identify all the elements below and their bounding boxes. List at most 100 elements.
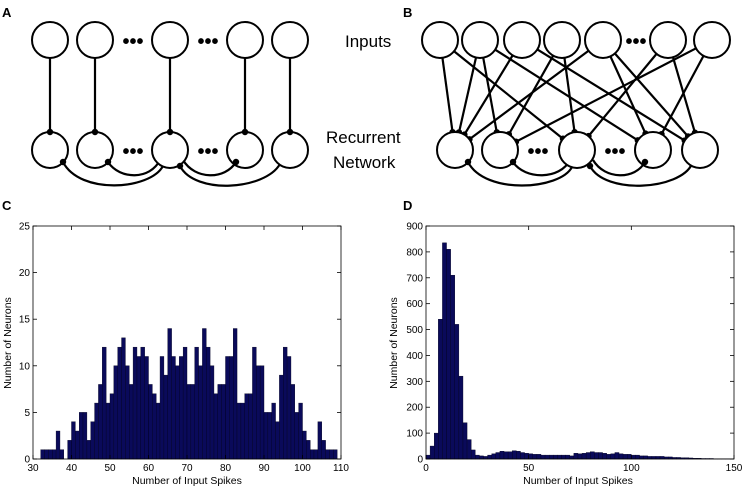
recurrent-arc bbox=[179, 163, 281, 187]
chart-d-y-tick-label: 800 bbox=[406, 247, 423, 258]
chart-d-y-tick-label: 600 bbox=[406, 299, 423, 310]
chart-c-y-tick-label: 15 bbox=[19, 315, 31, 326]
chart-d-bar bbox=[442, 242, 447, 460]
chart-d-bar bbox=[450, 274, 455, 460]
synapse-dot bbox=[232, 158, 240, 166]
input-neuron bbox=[226, 21, 264, 59]
chart-c-bar bbox=[102, 346, 107, 460]
chart-d-y-tick-label: 300 bbox=[406, 377, 423, 388]
ellipsis-inputs: ••• bbox=[122, 31, 143, 53]
chart-c-bar bbox=[163, 374, 168, 460]
synapse-dot bbox=[46, 128, 54, 136]
chart-d-bar bbox=[536, 454, 542, 460]
chart-c-bar bbox=[171, 356, 176, 460]
chart-c-x-tick-label: 40 bbox=[66, 463, 78, 474]
synapse-dot bbox=[286, 128, 294, 136]
input-neuron bbox=[584, 21, 622, 59]
feedforward-line bbox=[441, 57, 454, 133]
chart-c-y-tick-label: 5 bbox=[24, 408, 30, 419]
recurrent-arc bbox=[589, 163, 693, 187]
chart-c-bar bbox=[198, 365, 203, 460]
chart-c-bar bbox=[167, 328, 172, 460]
chart-c-bar bbox=[113, 365, 118, 460]
feedforward-line bbox=[609, 55, 647, 135]
chart-c-bar bbox=[259, 365, 265, 460]
chart-c-x-tick-label: 70 bbox=[181, 463, 193, 474]
synapse-dot bbox=[104, 158, 112, 166]
chart-c-bar bbox=[148, 384, 153, 460]
chart-d-bar bbox=[512, 450, 517, 460]
chart-c-x-tick-label: 30 bbox=[27, 463, 39, 474]
chart-c-bar bbox=[298, 402, 303, 460]
chart-d-axes bbox=[425, 225, 735, 460]
chart-c-bar bbox=[206, 346, 211, 460]
ellipsis-recurrent: ••• bbox=[197, 141, 218, 163]
chart-d-y-tick-label: 900 bbox=[406, 222, 423, 233]
feedforward-line bbox=[671, 56, 697, 134]
feedforward-line bbox=[463, 54, 514, 136]
chart-c-bar bbox=[244, 393, 249, 460]
chart-c-x-tick-label: 80 bbox=[220, 463, 232, 474]
input-neuron bbox=[693, 21, 731, 59]
chart-c-bar bbox=[232, 328, 238, 460]
chart-d-bar bbox=[544, 454, 550, 460]
chart-c-bar bbox=[236, 402, 242, 460]
chart-c-bar bbox=[136, 356, 141, 460]
chart-d-x-tick-label: 150 bbox=[726, 463, 743, 474]
chart-d-bar bbox=[561, 454, 566, 460]
chart-d-bar bbox=[466, 439, 472, 460]
feedforward-line bbox=[660, 55, 705, 135]
chart-c-bar bbox=[256, 365, 261, 460]
panel-c-letter: C bbox=[2, 198, 12, 213]
feedforward-line bbox=[515, 47, 697, 143]
panel-a-letter: A bbox=[2, 5, 12, 20]
chart-d-y-tick-label: 700 bbox=[406, 273, 423, 284]
input-neuron bbox=[76, 21, 114, 59]
input-neuron bbox=[649, 21, 687, 59]
chart-d-bar bbox=[429, 445, 435, 460]
chart-d-bar bbox=[627, 454, 632, 460]
feedforward-line bbox=[587, 53, 658, 137]
synapse-dot bbox=[509, 158, 517, 166]
chart-d-bar bbox=[581, 453, 587, 460]
input-neuron bbox=[543, 21, 581, 59]
chart-d-bar bbox=[606, 454, 612, 460]
chart-c-x-tick-label: 100 bbox=[294, 463, 311, 474]
chart-c-bar bbox=[44, 449, 49, 460]
panel-b-diagram: ••••••••• bbox=[421, 21, 731, 187]
synapse-dot bbox=[176, 162, 184, 170]
chart-c-bar bbox=[144, 356, 149, 460]
chart-d-bar bbox=[610, 453, 616, 460]
chart-c-bar bbox=[321, 440, 326, 460]
chart-c-ylabel: Number of Neurons bbox=[2, 297, 14, 389]
input-neuron bbox=[461, 21, 499, 59]
panel-b: B ••••••••• bbox=[403, 5, 731, 187]
chart-c-bar bbox=[333, 449, 338, 460]
panel-a-diagram: •••••••••••• bbox=[31, 21, 309, 187]
chart-d-ylabel: Number of Neurons bbox=[388, 297, 400, 389]
recurrent-arc bbox=[467, 161, 573, 187]
chart-c-bar bbox=[140, 346, 145, 460]
chart-c-bar bbox=[325, 449, 330, 460]
chart-d-bar bbox=[590, 451, 595, 460]
chart-c-bar bbox=[225, 356, 230, 460]
chart-d-y-tick-label: 400 bbox=[406, 351, 423, 362]
input-neuron bbox=[421, 21, 459, 59]
chart-d-bar bbox=[594, 452, 599, 460]
recurrent-arc bbox=[182, 159, 237, 177]
synapse-dot bbox=[166, 128, 174, 136]
chart-c-bar bbox=[190, 384, 195, 460]
input-neuron bbox=[271, 21, 309, 59]
chart-c-bar bbox=[302, 430, 307, 460]
ellipsis-recurrent: ••• bbox=[604, 141, 625, 163]
chart-c-y-tick-label: 25 bbox=[19, 222, 31, 233]
feedforward-line bbox=[507, 55, 555, 135]
chart-c-bar bbox=[279, 374, 284, 460]
chart-c-bar bbox=[221, 384, 226, 460]
chart-c-x-tick-label: 90 bbox=[258, 463, 270, 474]
chart-c-bar bbox=[86, 440, 91, 460]
chart-c-bar bbox=[194, 346, 199, 460]
input-neuron bbox=[503, 21, 541, 59]
chart-d-xlabel: Number of Input Spikes bbox=[523, 475, 633, 487]
